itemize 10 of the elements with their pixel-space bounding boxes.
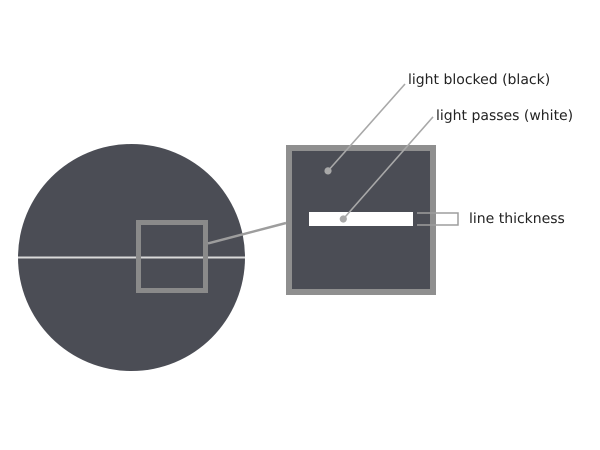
zoom-frame: [136, 220, 208, 293]
connector-line: [208, 222, 286, 245]
leader-line: [340, 116, 434, 223]
magnified-view: [286, 145, 436, 295]
leader-line: [324, 83, 406, 174]
dimension-label: line thickness: [469, 210, 565, 228]
callout-text: light blocked (black): [408, 71, 550, 89]
callout-text: light passes (white): [436, 107, 574, 125]
light-slit: [309, 212, 413, 226]
dark-disc: [18, 144, 245, 371]
